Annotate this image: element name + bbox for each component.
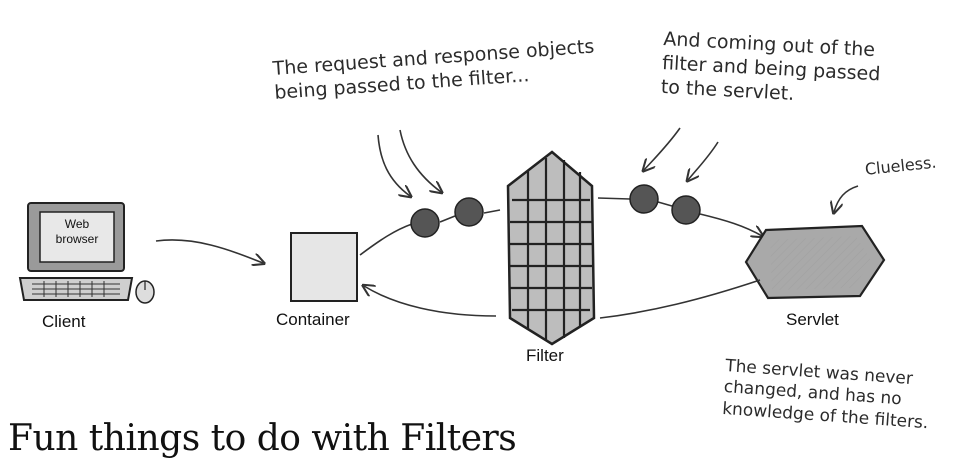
response-object-dot — [454, 197, 484, 227]
annotation-arrow-3 — [644, 127, 681, 170]
page-title: Fun things to do with Filters — [8, 418, 517, 459]
annotation-arrow-4 — [688, 141, 719, 180]
container-label: Container — [276, 310, 350, 329]
clueless-arrow — [834, 185, 859, 212]
filter-to-container-return-arrow — [364, 286, 497, 317]
request-object-dot — [410, 208, 440, 238]
web-browser-label: Web browser — [55, 217, 99, 246]
client-computer-icon — [18, 202, 155, 304]
servlet-label: Servlet — [786, 310, 839, 329]
filter-to-servlet-arrow — [699, 213, 762, 236]
client-to-container-arrow — [155, 239, 263, 263]
servlet-to-filter-return-line — [599, 279, 761, 319]
filter-shape — [506, 150, 596, 346]
request-object-out-dot — [629, 184, 659, 214]
annotation-arrow-1 — [377, 134, 410, 196]
client-label: Client — [42, 312, 86, 331]
annotation-arrow-2 — [399, 129, 441, 192]
response-object-out-dot — [671, 195, 701, 225]
coming-out-annotation: And coming out of the filter and being p… — [660, 28, 881, 105]
container-to-filter-line — [359, 223, 413, 256]
container-box — [290, 232, 358, 302]
filter-label: Filter — [526, 346, 564, 365]
